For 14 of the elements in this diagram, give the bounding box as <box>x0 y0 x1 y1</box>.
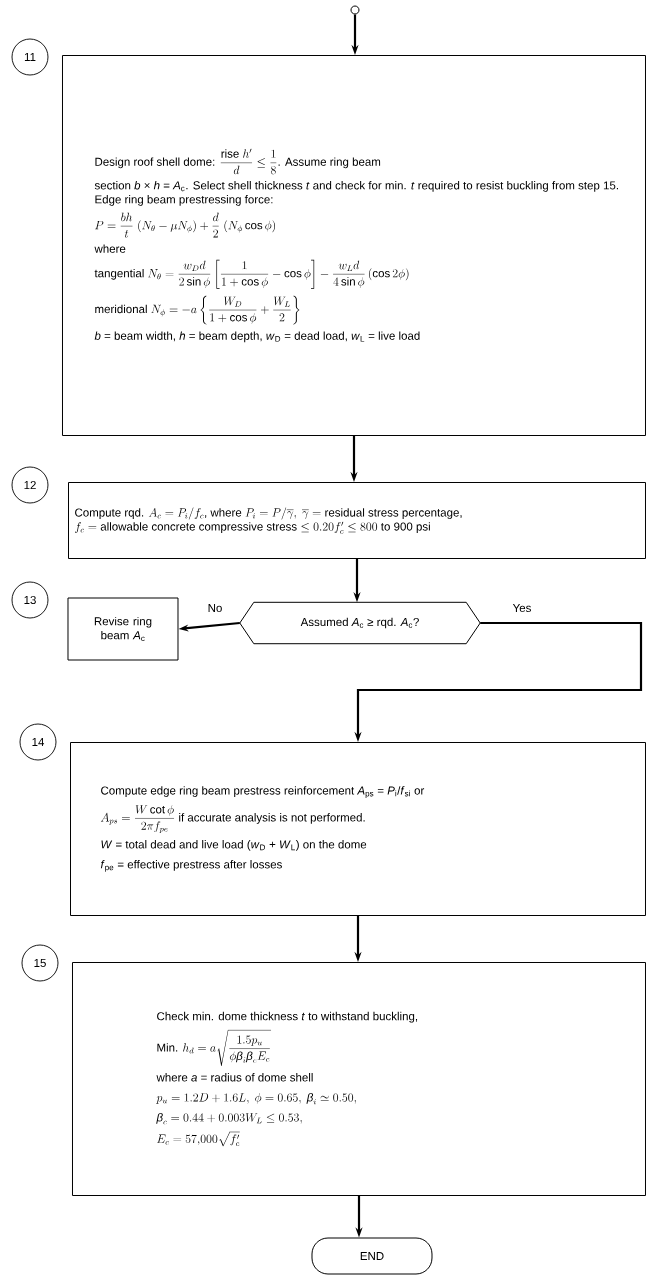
process-box: Check min. dome thickness t to withstand buckling, $\text{Min. }h_d=a\sqrt{\dfrac{1.5p_u}{\phi\text{\itshape β}_i\text{\itshape β}_c E_c}}$ where a = radius of dome shell $p_u=1.2D+1.6L,\ \phi=0.65,\ \text{\itshape β}_i\simeq 0.50,$ $\text{\itshape β}_c=0.44+0.003W_L\le 0.53,$ $E_c=57{,}000\sqrt{f'_c}$ <box>72 962 646 1196</box>
step-number: 13 <box>11 581 49 619</box>
step-number: 11 <box>11 38 49 76</box>
step-number: 12 <box>11 466 49 504</box>
step-number: 15 <box>21 944 59 982</box>
edge-label: No <box>206 603 224 613</box>
process-box: $\text{Design roof shell dome: }\dfrac{\text{rise }h'}{d}\le\dfrac{1}{8}\text{. Assume ring beam}$ section b × h = A$_{c}$. Select shell thickness t and check for min. t required to resist buckling from step 15. Edge ring beam prestressing force: $P=\dfrac{bh}{t}\;(N_\theta-\mu N_\phi)+\dfrac{d}{2}\;(N_\phi\cos\phi)$ where $\text{tangential }N_\theta=\dfrac{w_D d}{2\sin\phi}\left[\dfrac{1}{1+\cos\phi}-\cos\phi\right]-\dfrac{w_L d}{4\sin\phi}\,(\cos 2\phi)$ $\text{meridional }N_\phi=-a\left\{\dfrac{W_D}{1+\cos\phi}+\dfrac{W_L}{2}\right\}$ b = beam width, h = beam depth, w$_{D}$ = dead load, w$_{L}$ = live load <box>62 55 646 436</box>
process-box: Revise ring beam A$_{c}$ <box>67 597 179 661</box>
edge-label: Yes <box>511 603 533 613</box>
terminal: END <box>311 1237 433 1275</box>
step-number: 14 <box>19 723 57 761</box>
process-box: $\text{Compute rqd. }A_c=P_i/f_c\text{, where }P_i=P/\overline{\gamma},\ \overline{\gamma}=\text{residual stress percentage,}\allowbreak\ f_c=\text{allowable concrete compressive stress}\le 0.20f'_c\le 800\text{ to 900 psi}$ <box>68 482 646 559</box>
process-box: Compute edge ring beam prestress reinforcement A$_{ps}$ = P$_{i}$/f$_{si}$ or $A_{ps}=\dfrac{W\cot\phi}{2\pi f_{pe}}\text{ if accurate analysis is not performed.}$ W = total dead and live load (w$_{D}$ + W$_{L}$) on the dome f$_{pe}$ = effective prestress after losses <box>70 742 646 916</box>
decision-hexagon: Assumed A$_{c}$ ≥ rqd. A$_{c}$? <box>239 601 481 645</box>
